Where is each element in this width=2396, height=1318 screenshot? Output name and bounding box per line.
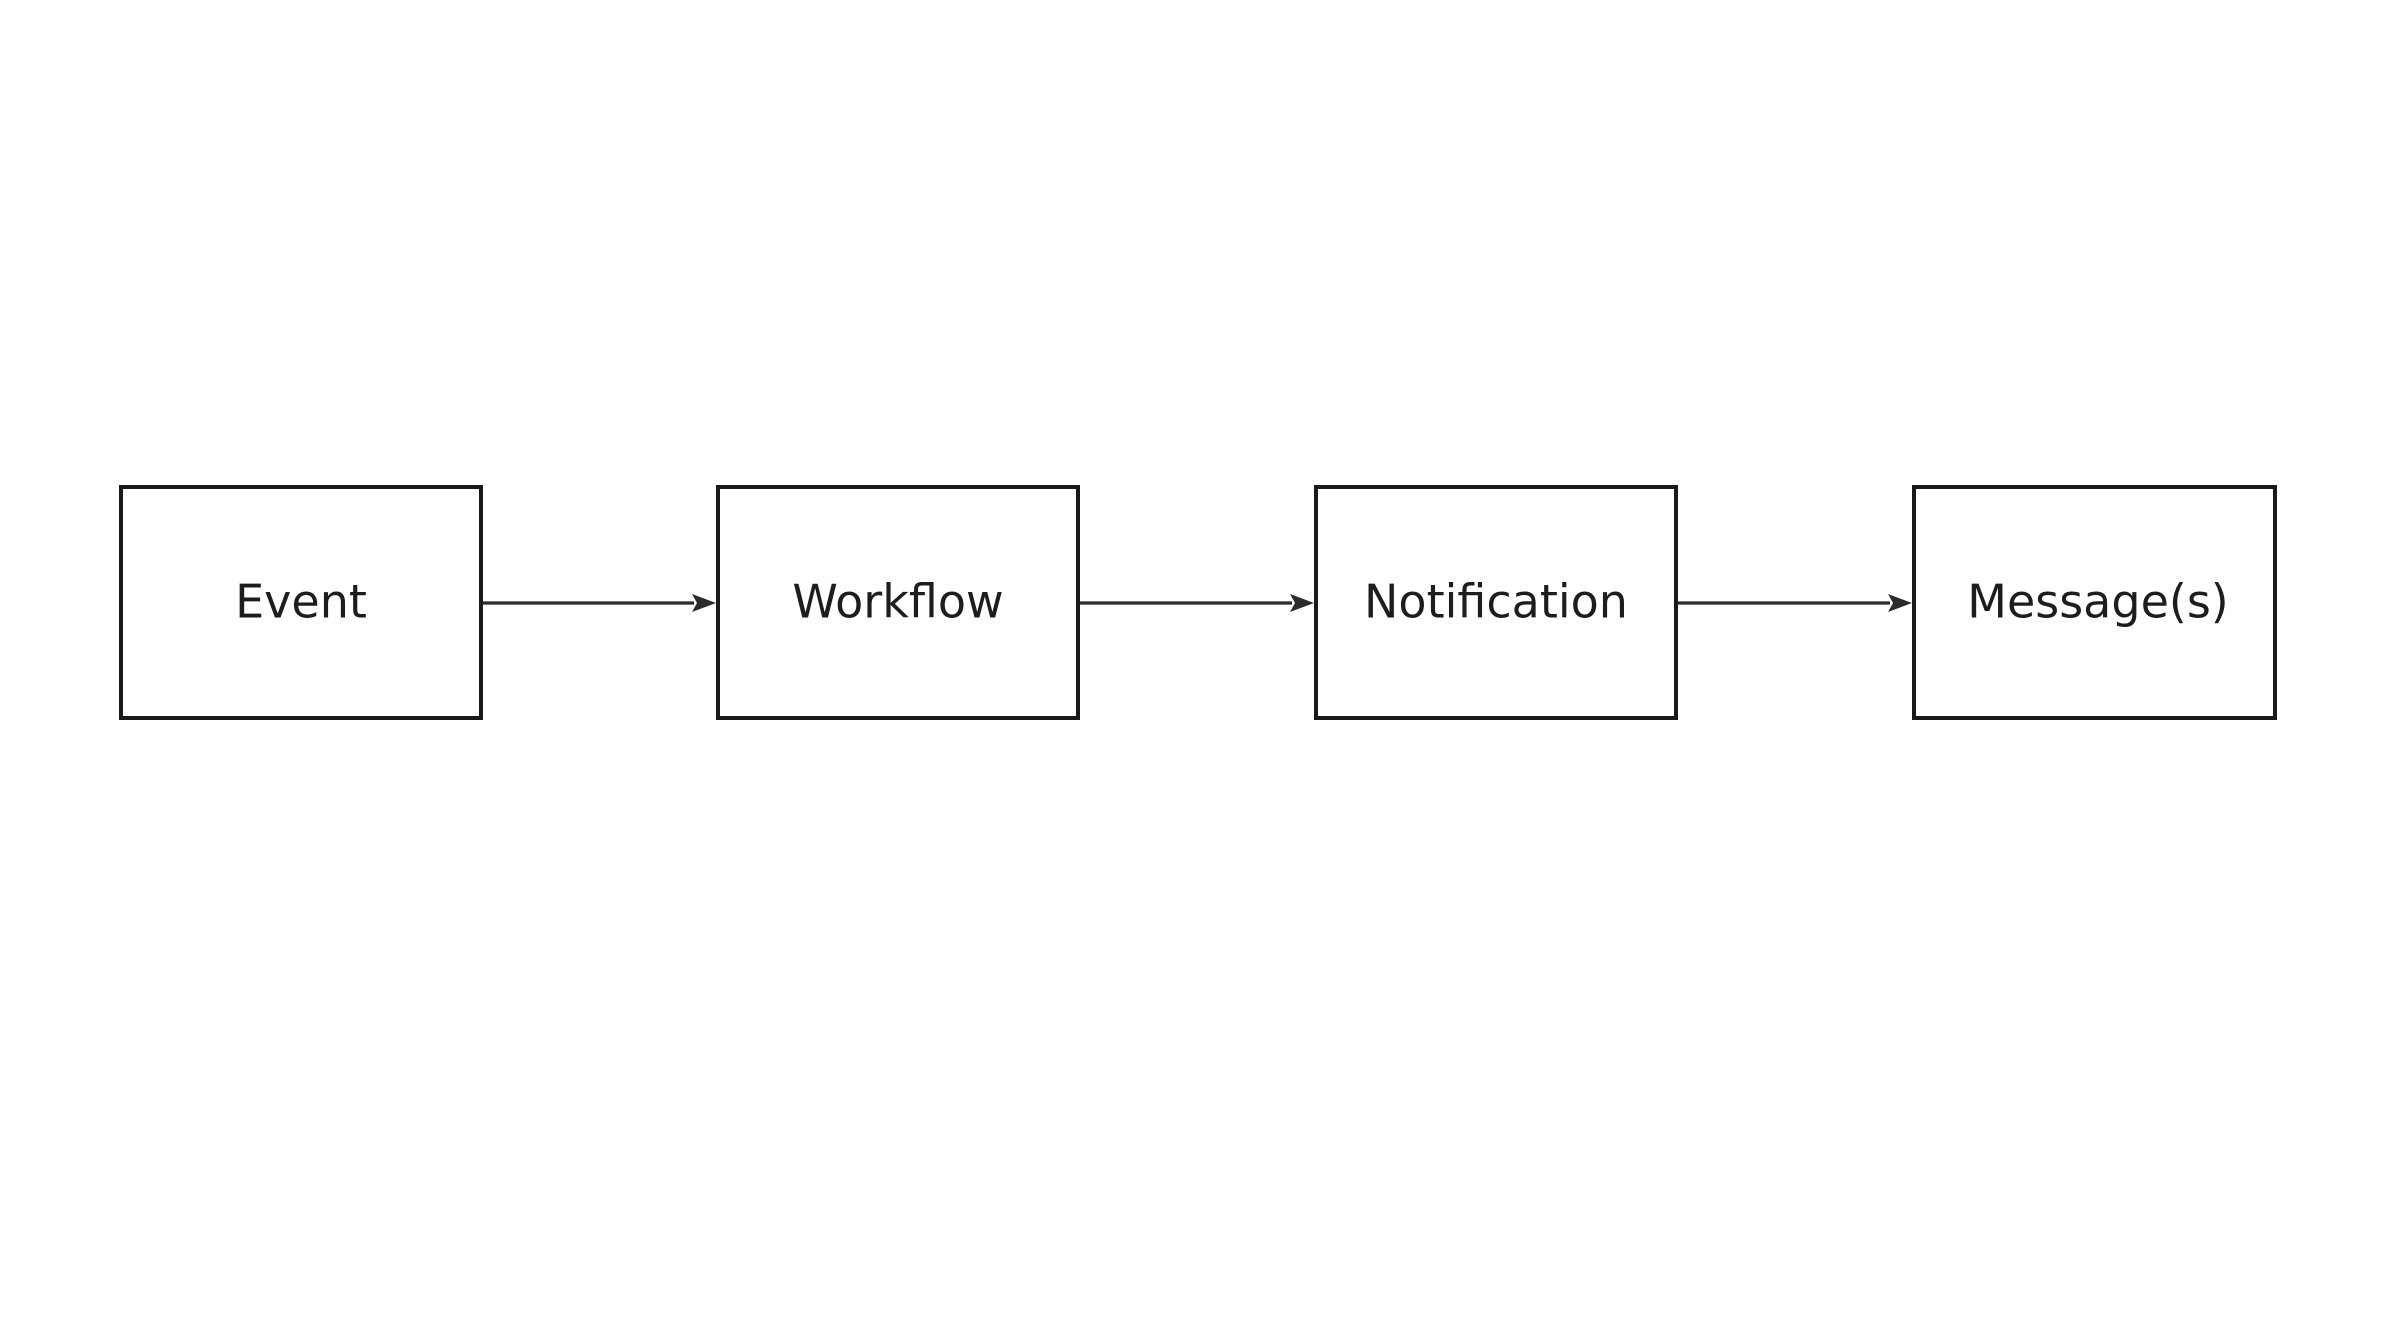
node-box [119,485,483,720]
edge-event-to-workflow[interactable] [483,594,716,612]
node-label: Notification [1364,575,1628,629]
edge-notification-to-messages[interactable] [1678,594,1912,612]
node-box [1912,485,2277,720]
arrowhead-icon [692,594,716,612]
node-box [1314,485,1678,720]
node-notification[interactable]: Notification [1314,485,1678,720]
node-label: Message(s) [1967,575,2228,629]
arrowhead-icon [1888,594,1912,612]
node-label: Workflow [792,575,1003,629]
node-label: Event [235,575,367,629]
node-event[interactable]: Event [119,485,483,720]
edge-workflow-to-notification[interactable] [1080,594,1314,612]
arrowhead-icon [1290,594,1314,612]
node-workflow[interactable]: Workflow [716,485,1080,720]
node-messages[interactable]: Message(s) [1912,485,2277,720]
node-box [716,485,1080,720]
